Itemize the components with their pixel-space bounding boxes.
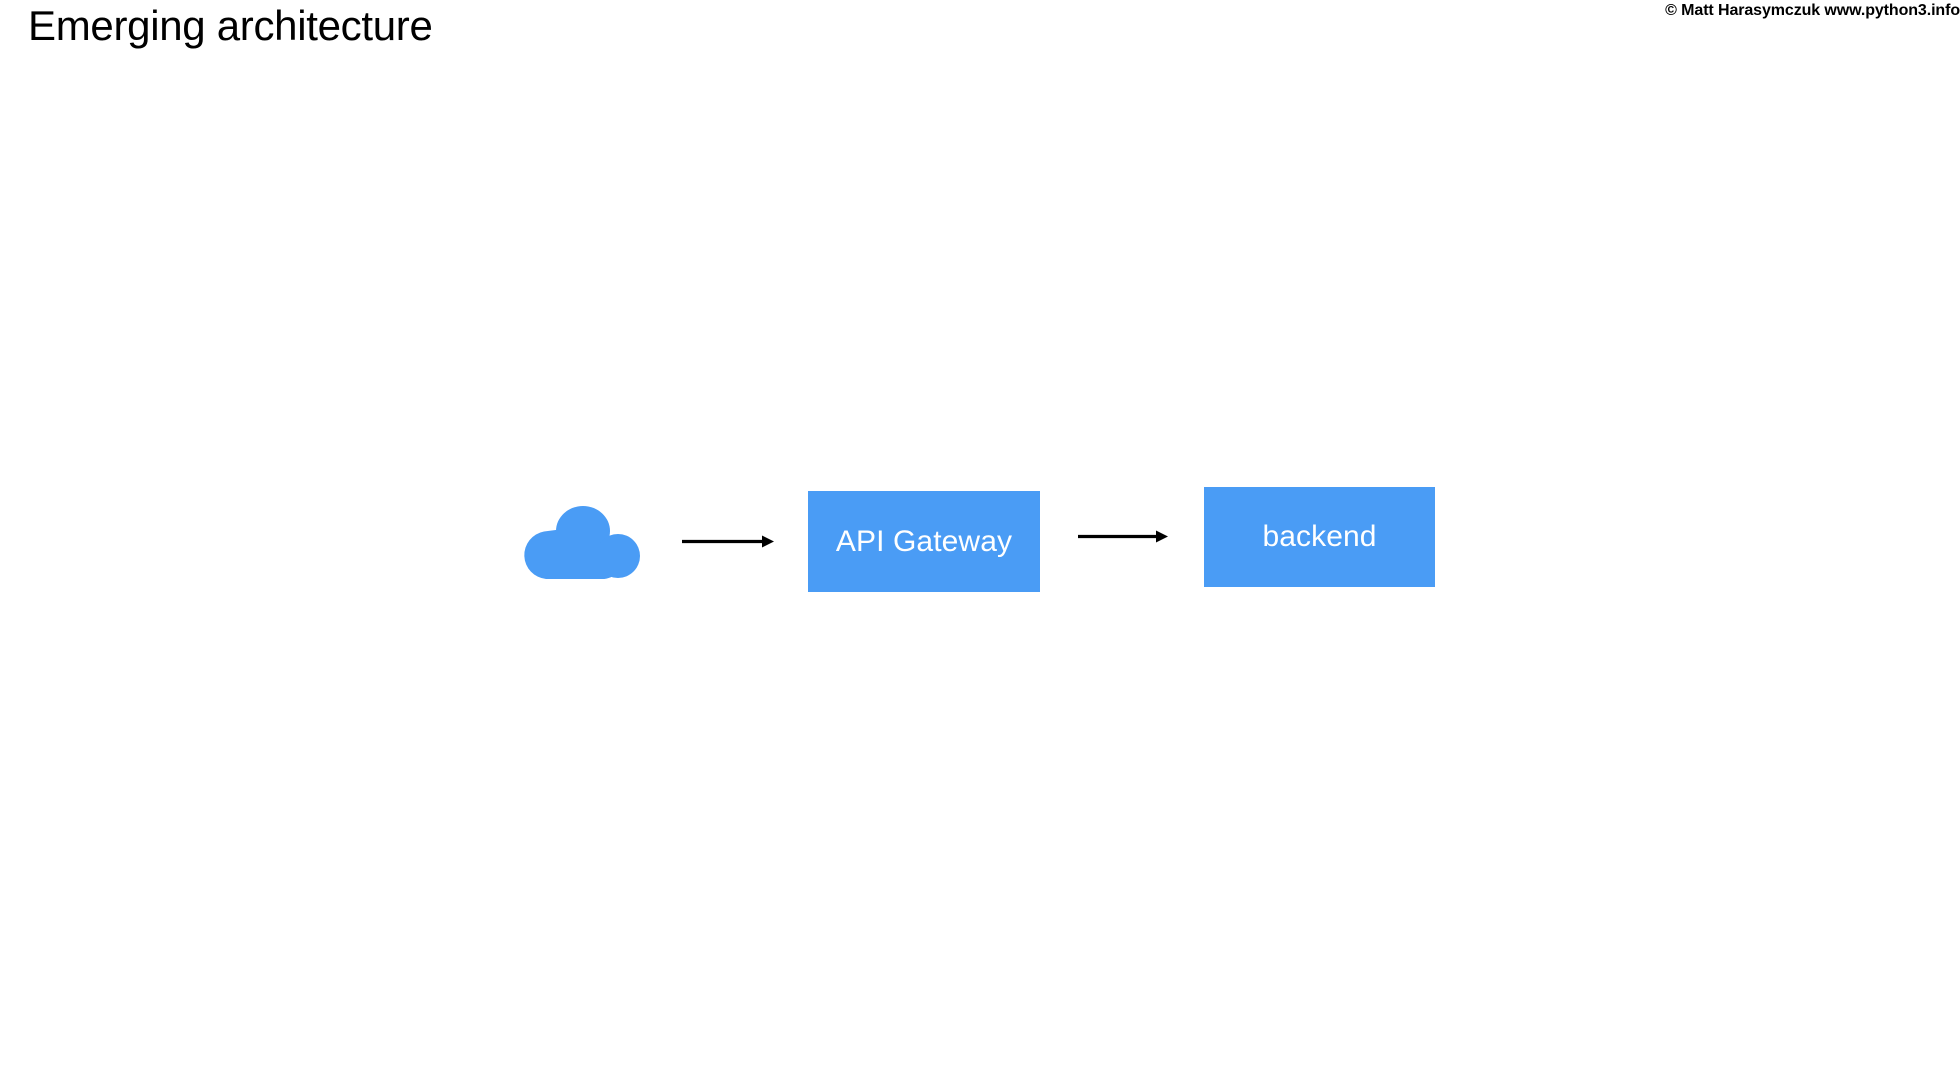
arrow-cloud-to-gateway	[682, 535, 774, 548]
node-api-gateway-label: API Gateway	[835, 524, 1013, 558]
node-api-gateway[interactable]: API Gateway	[808, 491, 1040, 592]
copyright-notice: © Matt Harasymczuk www.python3.info	[1665, 2, 1960, 19]
cloud-icon-shape	[524, 506, 640, 580]
cloud-icon	[521, 499, 645, 581]
node-backend[interactable]: backend	[1204, 487, 1435, 587]
arrowhead-icon	[762, 535, 774, 548]
page-title: Emerging architecture	[28, 2, 433, 49]
arrow-gateway-to-backend	[1078, 530, 1168, 543]
arrowhead-icon	[1156, 530, 1168, 543]
node-backend-label: backend	[1262, 520, 1377, 553]
